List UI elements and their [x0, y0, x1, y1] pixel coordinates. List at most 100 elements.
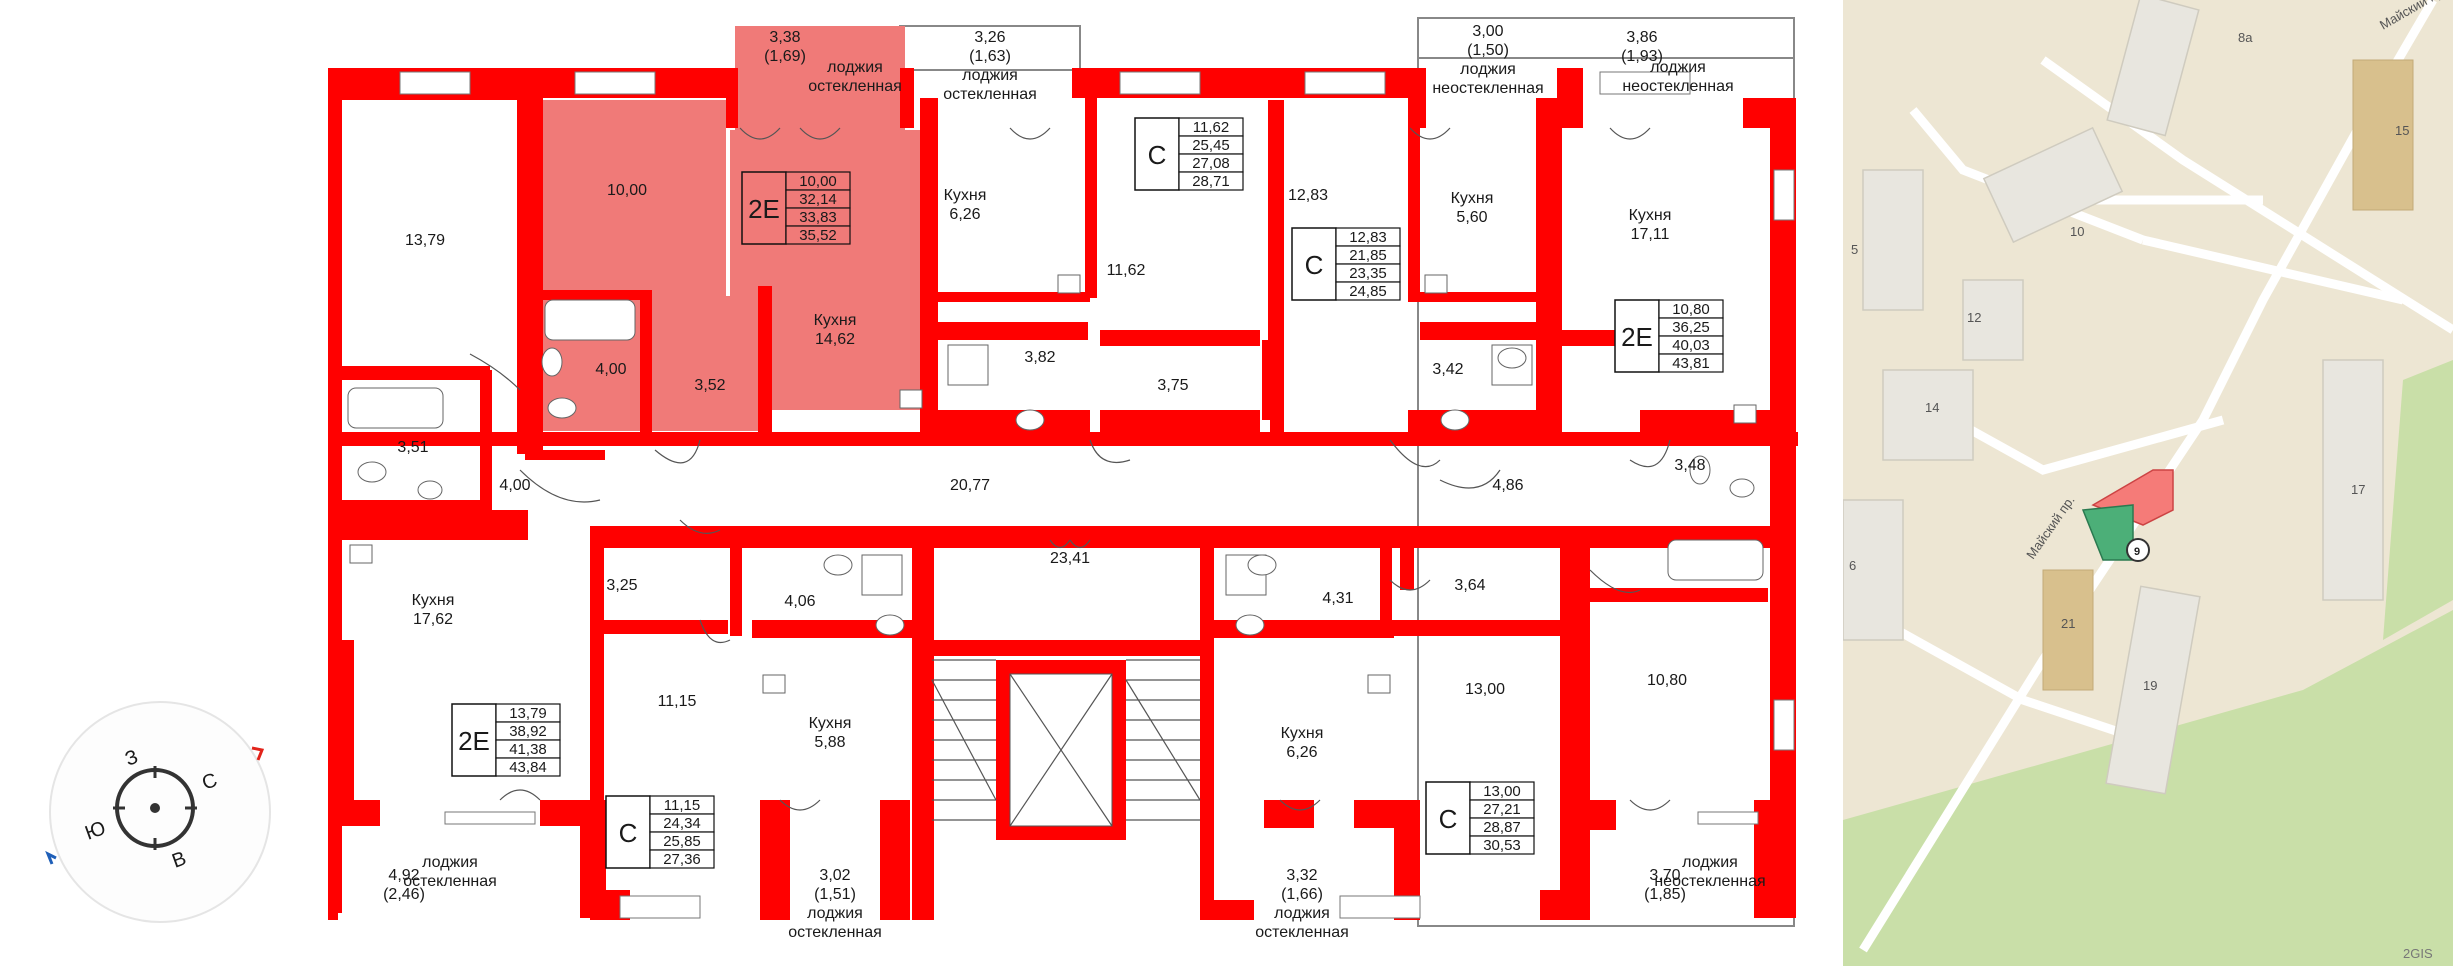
apartment-area-value: 43,84: [509, 759, 547, 776]
compass: З С Ю В: [45, 701, 271, 923]
apartment-type: С: [1148, 140, 1167, 170]
apartment-area-value: 41,38: [509, 741, 547, 758]
room-label: 4,86: [1492, 477, 1523, 494]
apartment-area-value: 24,85: [1349, 283, 1387, 300]
apartment-area-value: 35,52: [799, 227, 837, 244]
room-label: 13,00: [1465, 681, 1505, 698]
room-label: 20,77: [950, 477, 990, 494]
room-label: 3,51: [397, 439, 428, 456]
room-label: 3,38(1,69): [764, 29, 806, 65]
apartment-area-value: 28,87: [1483, 819, 1521, 836]
staircase: [931, 659, 1201, 827]
compass-north-arrow: [251, 746, 265, 761]
room-label: 3,42: [1432, 361, 1463, 378]
apartment-area-value: 28,71: [1192, 173, 1230, 190]
apartment-area-value: 43,81: [1672, 355, 1710, 372]
room-label: 12,83: [1288, 187, 1328, 204]
room-label: 3,70(1,85): [1644, 867, 1686, 903]
room-label: 10,80: [1647, 672, 1687, 689]
room-label: 4,00: [595, 361, 626, 378]
apartment-area-value: 27,36: [663, 851, 701, 868]
apartment-area-value: 30,53: [1483, 837, 1521, 854]
map-label-21: 21: [2061, 616, 2075, 631]
map-label-6: 6: [1849, 558, 1856, 573]
map-buildings: [1843, 0, 2384, 795]
apartment-area-value: 11,15: [664, 797, 700, 814]
map-label-15: 15: [2395, 123, 2409, 138]
room-label: 11,15: [658, 693, 697, 710]
map-label-14: 14: [1925, 400, 1939, 415]
apartment-type: 2Е: [458, 726, 490, 756]
apartment-area-value: 27,21: [1483, 801, 1521, 818]
room-label: 3,64: [1454, 577, 1485, 594]
apartment-area-value: 23,35: [1349, 265, 1387, 282]
room-label: 3,86(1,93): [1621, 29, 1663, 65]
apartment-area-value: 40,03: [1672, 337, 1710, 354]
map-label-19: 19: [2143, 678, 2157, 693]
apartment-area-value: 13,00: [1483, 783, 1521, 800]
apartment-type: С: [1305, 250, 1324, 280]
apartment-area-value: 36,25: [1672, 319, 1710, 336]
room-label: 10,00: [607, 182, 647, 199]
map-label-12: 12: [1967, 310, 1981, 325]
apartment-area-value: 25,85: [663, 833, 701, 850]
compass-south-arrow: [45, 850, 57, 865]
map-label-9: 9: [2134, 546, 2140, 558]
room-label: 3,52: [694, 377, 725, 394]
apartment-type: С: [619, 818, 638, 848]
apartment-area-value: 10,80: [1672, 301, 1710, 318]
room-label: 11,62: [1107, 262, 1146, 279]
walls: [328, 68, 1798, 920]
floor-plan: 13,7910,003,38(1,69)лоджияостекленная3,2…: [45, 17, 1798, 941]
apartment-area-value: 12,83: [1349, 229, 1387, 246]
room-label: 3,82: [1024, 349, 1055, 366]
windows: [399, 71, 1795, 919]
compass-north: С: [199, 769, 220, 795]
room-label: 4,00: [499, 477, 530, 494]
room-label: 3,25: [606, 577, 637, 594]
room-label: 13,79: [405, 232, 445, 249]
map-attribution: 2GIS: [2403, 946, 2433, 961]
map-label-10: 10: [2070, 224, 2084, 239]
map-label-8a: 8а: [2238, 30, 2253, 45]
apartment-area-value: 25,45: [1192, 137, 1230, 154]
room-label: 4,06: [784, 593, 815, 610]
apartment-type: С: [1439, 804, 1458, 834]
room-label: 4,92(2,46): [383, 867, 425, 903]
room-label: 23,41: [1050, 550, 1090, 567]
apartment-area-value: 21,85: [1349, 247, 1387, 264]
apartment-type: 2Е: [1621, 322, 1653, 352]
room-label: 4,31: [1322, 590, 1353, 607]
apartment-area-value: 10,00: [799, 173, 837, 190]
apartment-area-value: 32,14: [799, 191, 837, 208]
apartment-area-value: 38,92: [509, 723, 547, 740]
apartment-area-value: 24,34: [663, 815, 701, 832]
map-label-5: 5: [1851, 242, 1858, 257]
apartment-area-value: 33,83: [799, 209, 837, 226]
room-label: 3,48: [1674, 457, 1705, 474]
doors: [469, 127, 1671, 811]
apartment-type: 2Е: [748, 194, 780, 224]
room-label: 3,75: [1157, 377, 1188, 394]
